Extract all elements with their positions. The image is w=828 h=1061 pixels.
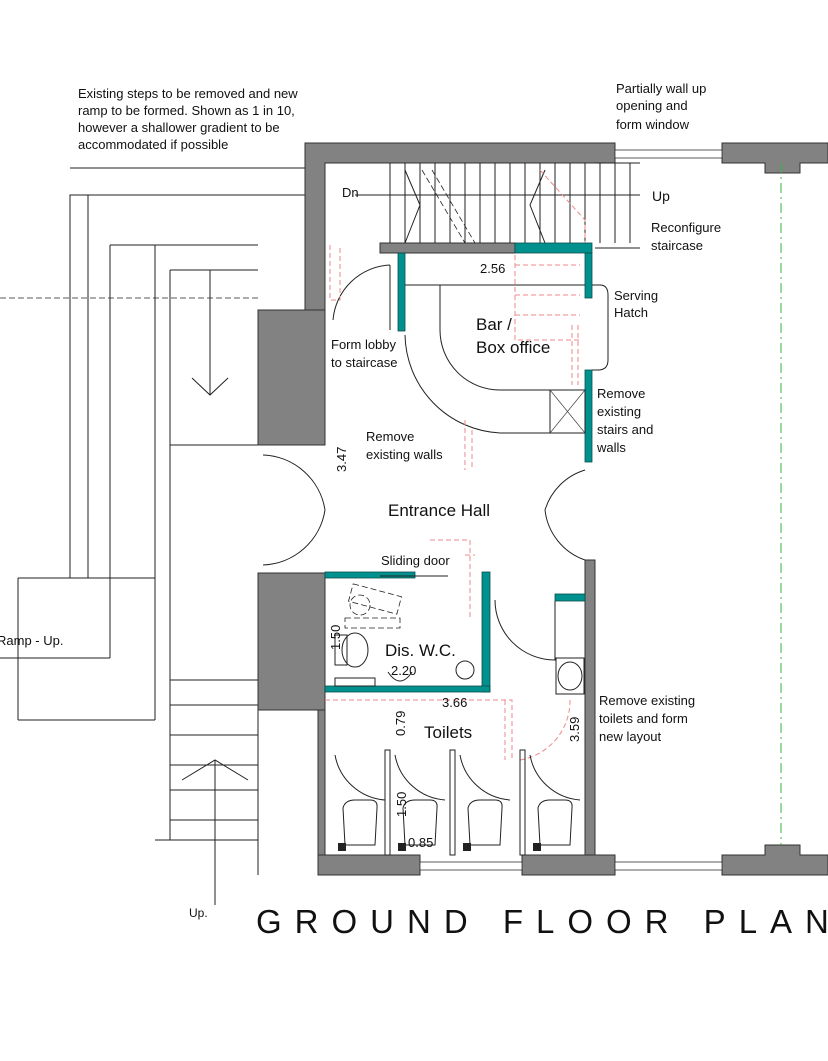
- ramp-area: [0, 167, 306, 905]
- serving-hatch: [592, 284, 609, 371]
- dim-toilets-gap: 0.79: [393, 711, 408, 736]
- cubicle-door: [529, 754, 581, 801]
- window-bottom-right: [614, 861, 723, 871]
- window-bottom-left: [419, 861, 523, 871]
- serving-hatch-note: Serving Hatch: [614, 288, 662, 320]
- dim-hall-depth: 3.47: [334, 447, 349, 472]
- cubicle-partition: [384, 749, 391, 856]
- room-bar-box-office: Bar / Box office: [476, 315, 550, 357]
- cubicle-door: [459, 754, 511, 801]
- fixtures: [262, 245, 609, 856]
- up-label: Up: [652, 188, 670, 204]
- dim-wc-depth: 1.50: [328, 625, 343, 650]
- dim-toilets-width: 3.66: [442, 695, 467, 710]
- cubicle-partition: [449, 749, 456, 856]
- drawing-title: GROUND FLOOR PLAN: [256, 903, 828, 940]
- up-bottom-label: Up.: [189, 906, 208, 920]
- remove-toilets-note: Remove existing toilets and form new lay…: [599, 693, 699, 744]
- dn-label: Dn: [342, 185, 359, 200]
- wheelchair-icon: [344, 583, 402, 629]
- staircase: [355, 162, 640, 249]
- ramp-up-label: Ramp - Up.: [0, 633, 63, 648]
- cubicle-door: [334, 754, 386, 801]
- toilet-icon: [533, 799, 573, 851]
- form-lobby-note: Form lobby to staircase: [331, 337, 400, 370]
- remove-stairs-note: Remove existing stairs and walls: [596, 386, 657, 455]
- toilet-icon: [398, 799, 438, 851]
- toilet-icon: [338, 799, 378, 851]
- basin-icon: [557, 661, 583, 691]
- annotations: Existing steps to be removed and new ram…: [0, 81, 828, 940]
- cubicle-door: [394, 754, 446, 801]
- room-dis-wc: Dis. W.C.: [385, 641, 456, 660]
- window-note: Partially wall up opening and form windo…: [616, 81, 710, 132]
- dim-cubicle-depth: 1.50: [394, 792, 409, 817]
- ramp-note: Existing steps to be removed and new ram…: [78, 86, 301, 152]
- dim-bar-width: 2.56: [480, 261, 505, 276]
- window-top: [614, 149, 723, 159]
- toilet-icon: [463, 799, 503, 851]
- ramp-direction-arrow-icon: [191, 377, 229, 396]
- dim-wc-width: 2.20: [391, 663, 416, 678]
- dim-toilets-depth: 3.59: [567, 717, 582, 742]
- dim-cubicle-width: 0.85: [408, 835, 433, 850]
- lower-steps: [155, 575, 259, 905]
- remove-walls-note: Remove existing walls: [366, 429, 443, 462]
- cubicle-partition: [519, 749, 526, 856]
- existing-walls: [257, 142, 828, 876]
- sliding-door-note: Sliding door: [381, 553, 450, 568]
- room-entrance-hall: Entrance Hall: [388, 501, 490, 520]
- reconfigure-staircase-note: Reconfigure staircase: [651, 220, 725, 253]
- new-walls: [324, 242, 593, 693]
- room-toilets: Toilets: [424, 723, 472, 742]
